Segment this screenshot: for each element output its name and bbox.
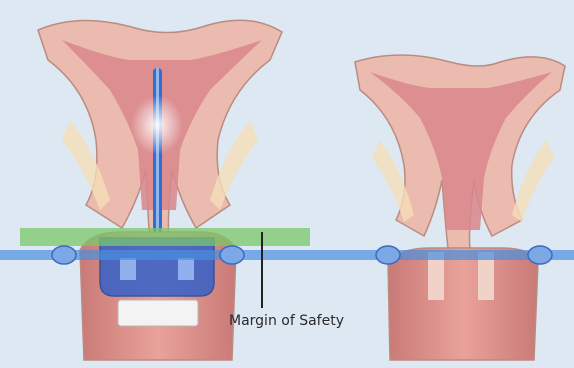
device-handle: [118, 300, 198, 326]
device-cup: [100, 238, 214, 296]
margin-of-safety-label: Margin of Safety: [229, 313, 344, 329]
device-balloon-glow: [131, 95, 183, 155]
reference-line: [0, 250, 574, 260]
left-uterus-with-device: [38, 20, 282, 360]
right-uterus: [355, 55, 565, 360]
right-side-structure-b: [512, 140, 554, 222]
right-cervix: [388, 248, 538, 360]
margin-of-safety-band: [20, 228, 310, 246]
